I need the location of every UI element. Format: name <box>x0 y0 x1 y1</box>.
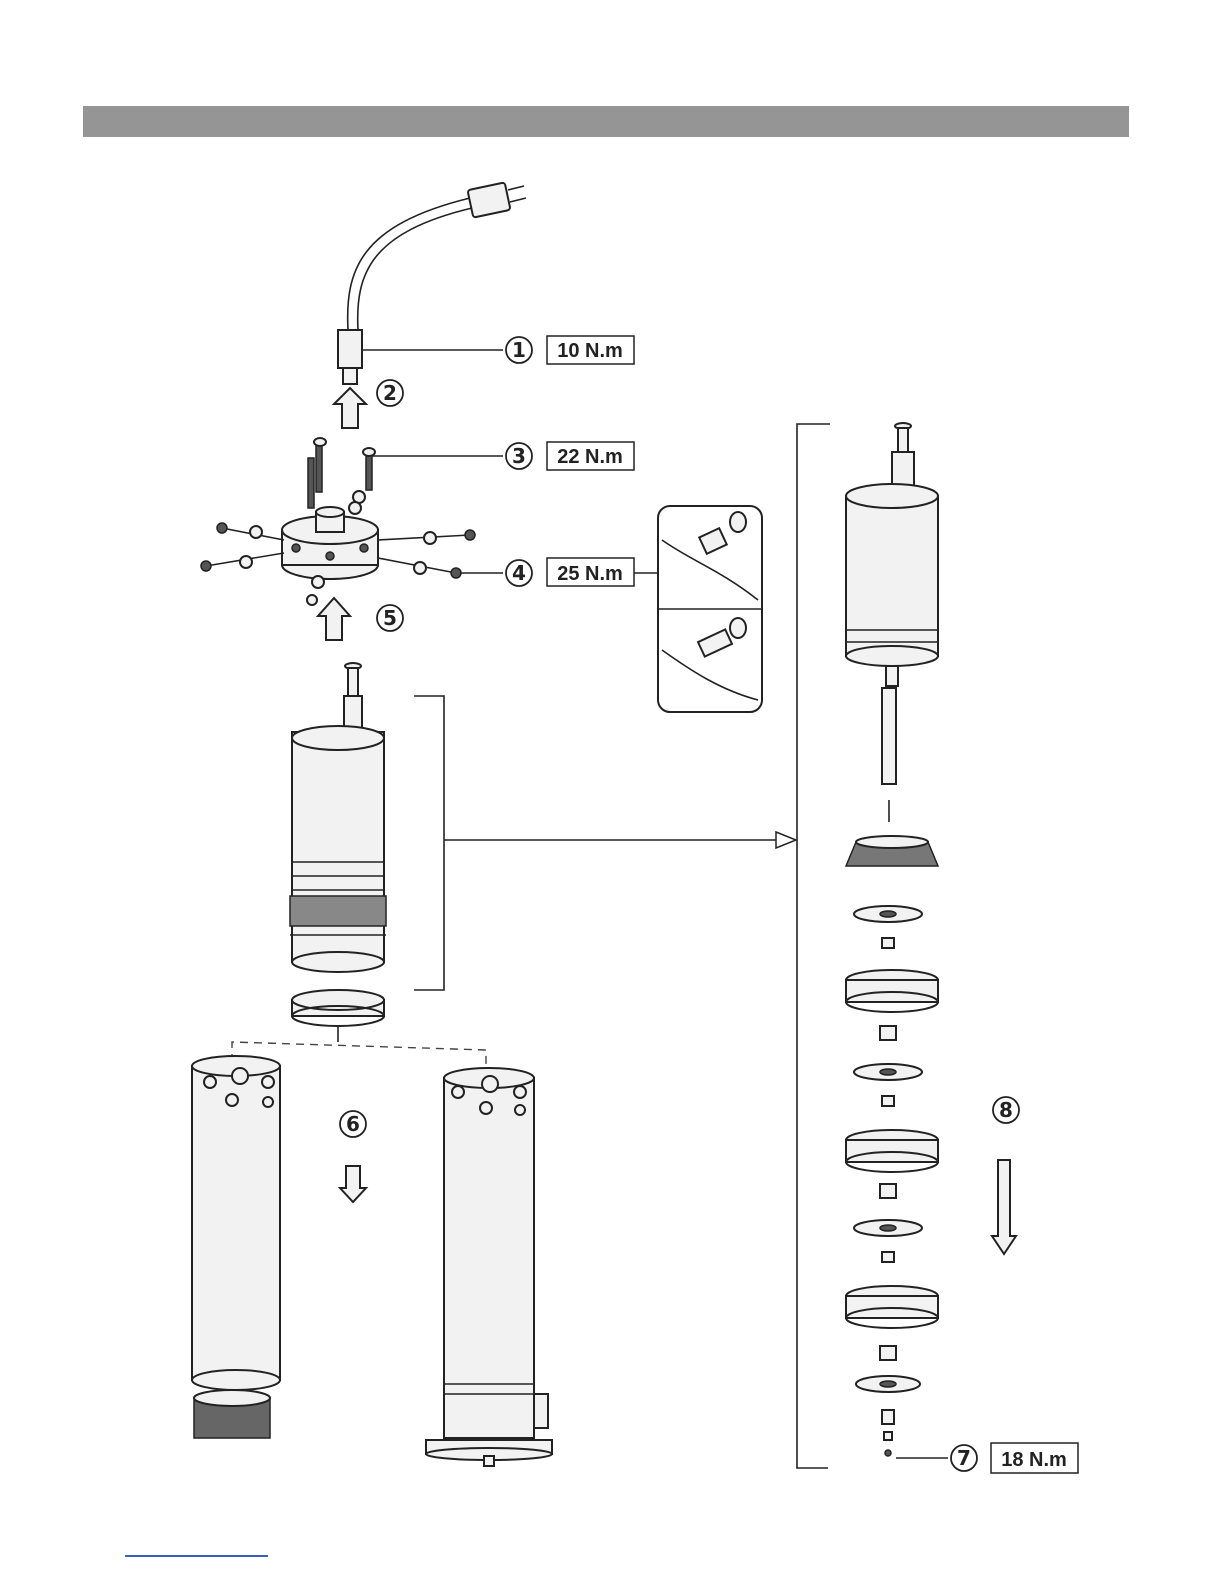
plug-icon <box>468 182 526 217</box>
svg-text:7: 7 <box>957 1446 971 1470</box>
footer-link-underline[interactable] <box>125 1555 268 1557</box>
svg-text:6: 6 <box>346 1112 360 1136</box>
arrow-up-icon-2 <box>334 388 366 428</box>
power-cable <box>338 182 526 384</box>
top-cover <box>282 507 378 579</box>
filter-ring <box>292 990 384 1026</box>
callout-4-torque: 25 N.m <box>557 563 623 585</box>
callout-1-torque: 10 N.m <box>557 340 623 362</box>
callout-1-number: 1 <box>512 338 526 362</box>
callout-3: 3 22 N.m <box>506 442 634 470</box>
bolts <box>308 438 375 514</box>
left-sleeve <box>192 1056 280 1438</box>
callout-4: 4 25 N.m <box>506 558 634 586</box>
svg-text:3: 3 <box>512 444 526 468</box>
callout-7: 7 18 N.m <box>951 1443 1078 1473</box>
callout-7-torque: 18 N.m <box>1001 1449 1067 1471</box>
callout-8: 8 <box>993 1097 1019 1123</box>
arrow-up-icon-5 <box>318 598 350 640</box>
callout-3-torque: 22 N.m <box>557 446 623 468</box>
svg-text:2: 2 <box>383 381 397 405</box>
callout-2: 2 <box>377 380 403 406</box>
right-sleeve <box>426 1068 552 1466</box>
svg-text:8: 8 <box>999 1098 1013 1122</box>
detail-inset <box>658 506 762 712</box>
arrow-down-icon-6 <box>340 1166 366 1202</box>
callout-1: 1 10 N.m <box>506 336 634 364</box>
callout-5: 5 <box>377 605 403 631</box>
svg-text:5: 5 <box>383 606 397 630</box>
svg-text:4: 4 <box>512 561 526 585</box>
exploded-stack <box>846 423 938 1456</box>
arrow-down-icon-8 <box>992 1160 1016 1254</box>
pump-assembly <box>290 663 386 972</box>
callout-6: 6 <box>340 1111 366 1137</box>
